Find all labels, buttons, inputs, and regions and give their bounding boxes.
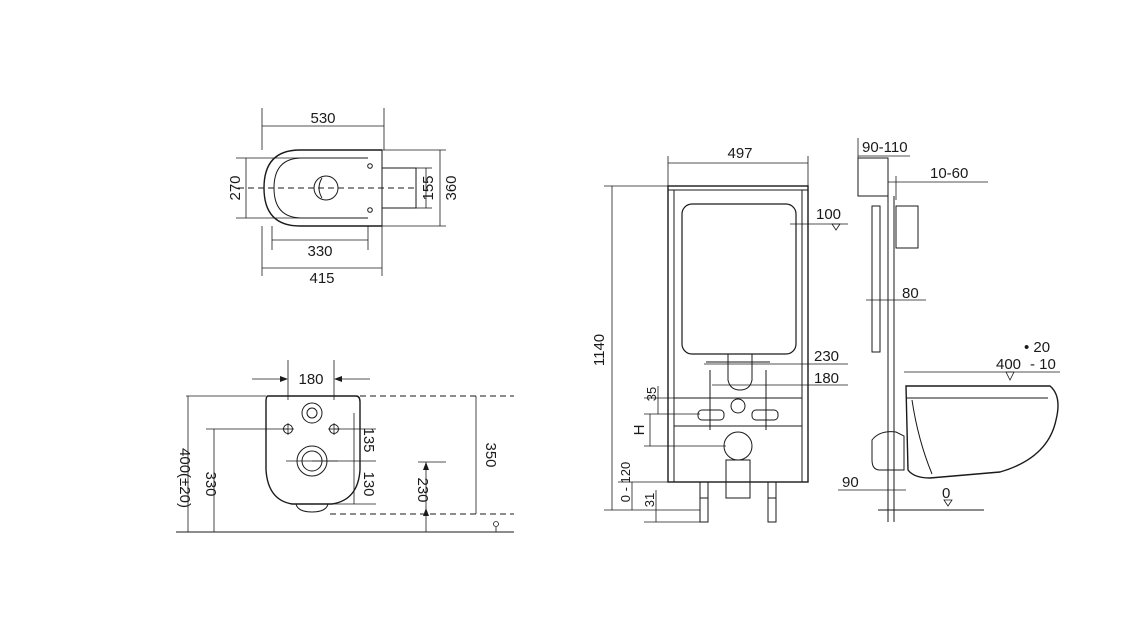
dim-330-rear: 330 bbox=[202, 471, 219, 496]
frame-front-view: 497 1140 100 230 180 35 H 0 - 120 31 bbox=[591, 145, 848, 523]
dim-10-60: 10-60 bbox=[930, 165, 968, 182]
dim-100: 100 bbox=[816, 206, 841, 223]
dim-180-rear: 180 bbox=[298, 371, 323, 388]
dim-530: 530 bbox=[310, 110, 335, 127]
dim-0-120: 0 - 120 bbox=[618, 462, 633, 502]
dim-415: 415 bbox=[309, 270, 334, 287]
dim-135: 135 bbox=[360, 427, 377, 452]
dim-350: 350 bbox=[482, 442, 499, 467]
dim-0-floor: 0 bbox=[942, 485, 950, 502]
dim-130: 130 bbox=[360, 471, 377, 496]
dim-155: 155 bbox=[420, 175, 437, 200]
bowl-outline-rear bbox=[265, 395, 361, 505]
dim-360: 360 bbox=[443, 175, 460, 200]
dim-31: 31 bbox=[642, 493, 657, 507]
pan-side bbox=[905, 385, 1059, 479]
dim-90-110: 90-110 bbox=[862, 139, 908, 156]
dim-270: 270 bbox=[227, 175, 244, 200]
dim-180-frame: 180 bbox=[814, 370, 839, 387]
dim-tol-plus: • 20 bbox=[1024, 339, 1050, 356]
dim-80: 80 bbox=[902, 285, 919, 302]
dim-400-side: 400 bbox=[996, 356, 1021, 373]
dim-497: 497 bbox=[727, 145, 752, 162]
top-view: 530 330 415 270 155 360 bbox=[227, 108, 460, 287]
dim-330-top: 330 bbox=[307, 243, 332, 260]
dim-400-20: 400(±20) bbox=[176, 448, 193, 508]
dim-90: 90 bbox=[842, 474, 859, 491]
dim-230-frame: 230 bbox=[814, 348, 839, 365]
dim-1140: 1140 bbox=[591, 334, 608, 366]
dim-tol-minus: - 10 bbox=[1030, 356, 1056, 373]
dim-230-rear: 230 bbox=[414, 477, 431, 502]
dim-35: 35 bbox=[644, 387, 659, 401]
label-h: H bbox=[631, 425, 648, 436]
frame-side-view: 90-110 10-60 80 400 • 20 - 10 90 0 bbox=[838, 138, 1060, 522]
rear-view: 180 400(±20) 330 135 130 230 350 bbox=[176, 360, 514, 533]
